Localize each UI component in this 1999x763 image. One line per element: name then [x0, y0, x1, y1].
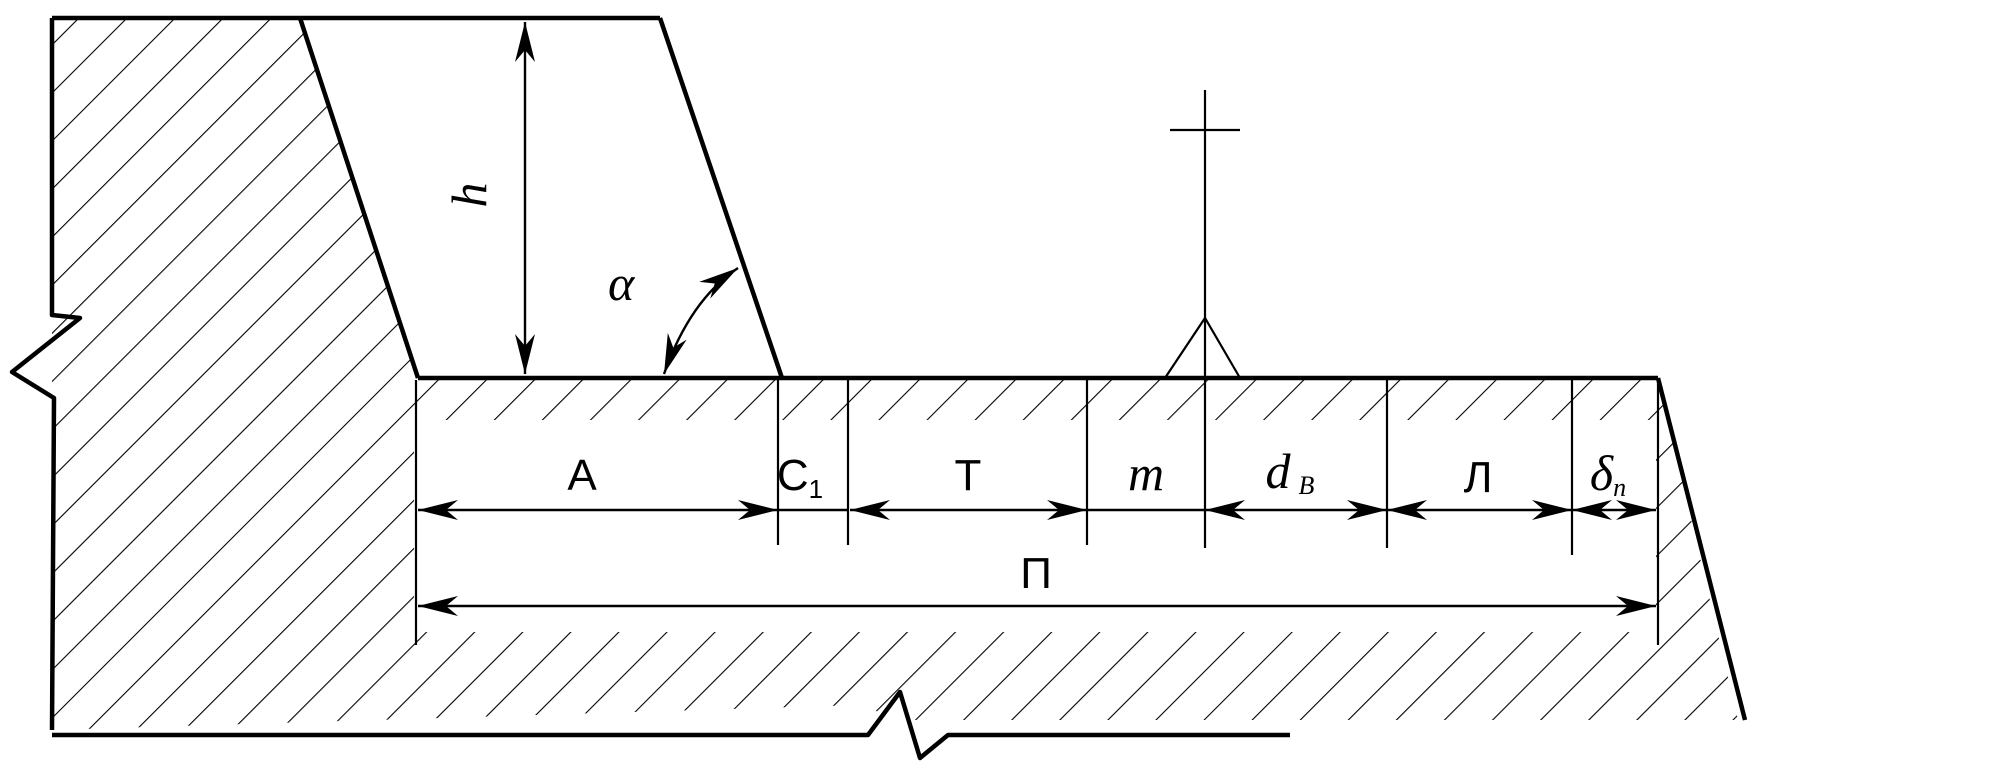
label-m: m — [1128, 445, 1164, 501]
bottom-edge-line — [52, 689, 1290, 761]
label-P: П — [1020, 549, 1052, 598]
section-dividers — [776, 380, 1660, 645]
right-slope-line — [657, 17, 785, 379]
label-A: A — [567, 451, 597, 500]
label-L: Л — [1464, 453, 1493, 502]
label-C1-sub: 1 — [809, 474, 823, 504]
left-edge-line — [9, 18, 83, 731]
angle-alpha-arc — [662, 267, 739, 375]
axis-marker — [1164, 90, 1241, 379]
right-shoulder-line — [1655, 377, 1748, 721]
label-alpha: α — [608, 255, 636, 311]
label-dB-main: d — [1266, 443, 1292, 499]
label-delta-p: δп — [1590, 445, 1626, 502]
label-h: h — [441, 183, 497, 208]
label-delta-p-main: δ — [1590, 445, 1614, 501]
label-T: T — [955, 451, 982, 500]
label-delta-p-sub: п — [1613, 473, 1626, 502]
label-dB-sub: В — [1299, 471, 1315, 500]
label-C1: C1 — [777, 451, 823, 504]
label-C1-main: C — [777, 451, 809, 500]
ground-top-blank — [414, 420, 1656, 472]
left-slope-line — [297, 17, 421, 379]
